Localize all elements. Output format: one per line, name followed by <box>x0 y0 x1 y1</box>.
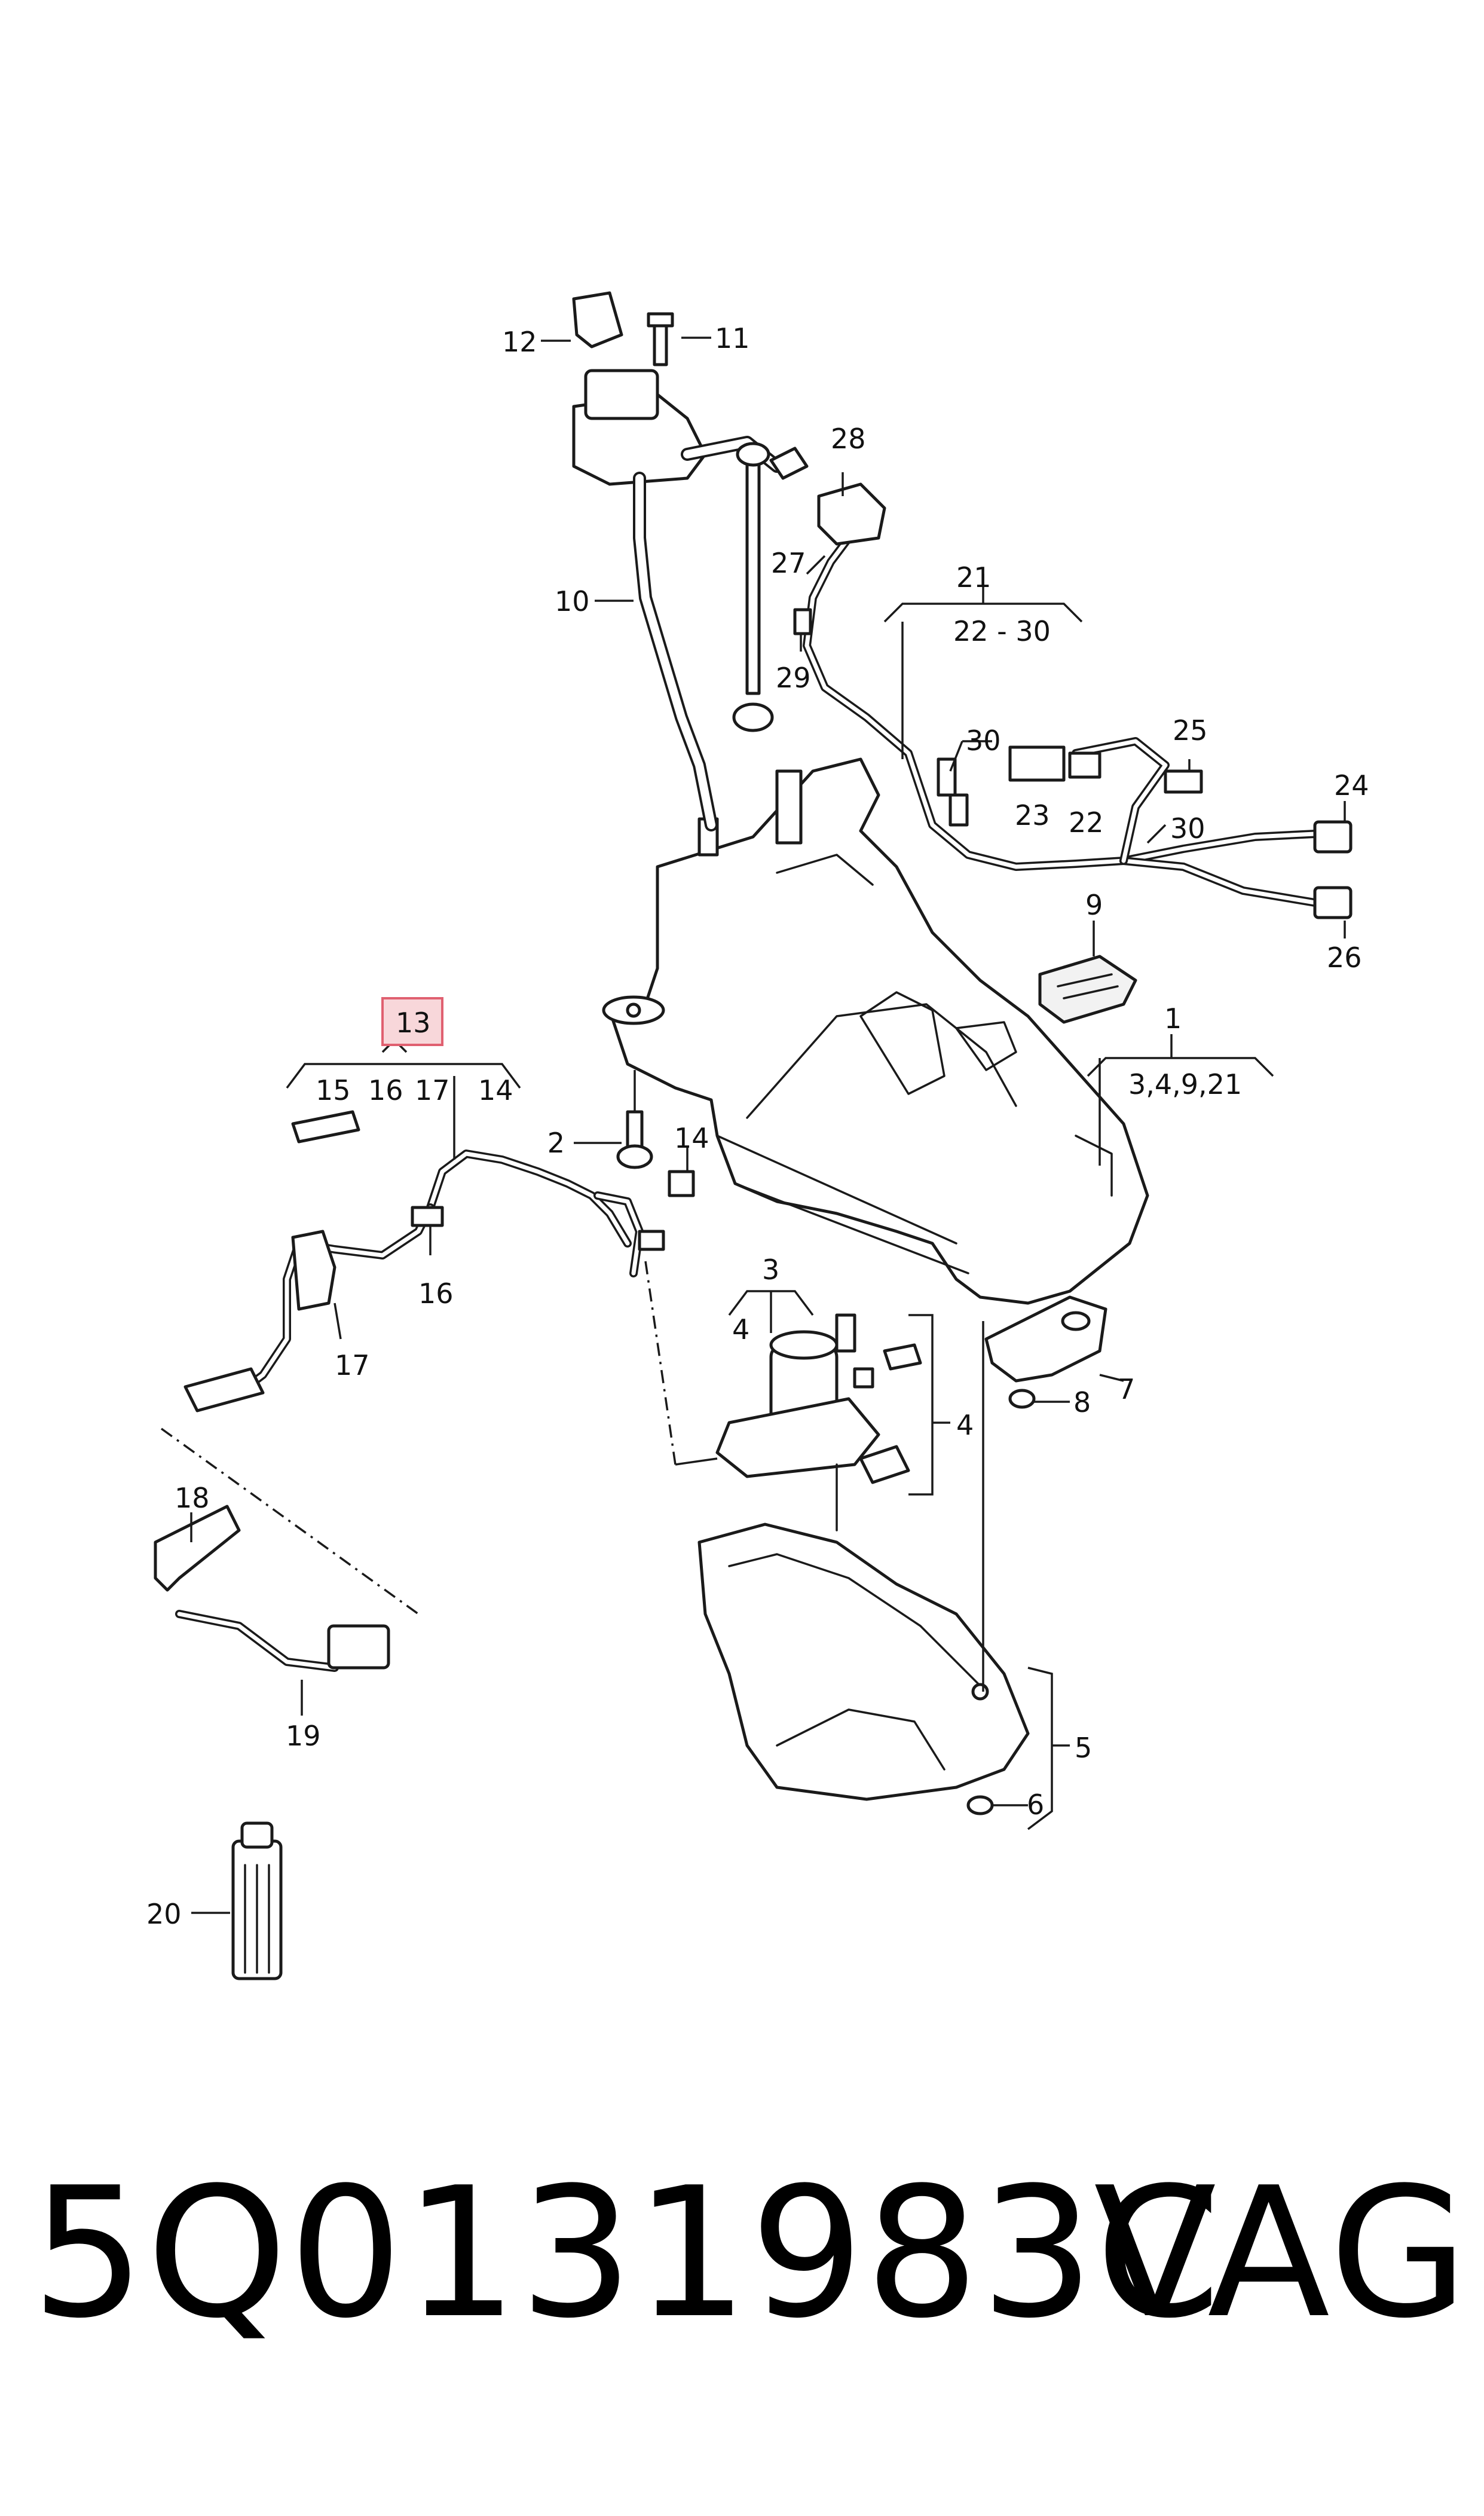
callout-23: 23 <box>1015 799 1050 831</box>
callout-13-sub-16: 16 <box>368 1074 403 1106</box>
callout-27: 27 <box>771 547 806 579</box>
callout-20: 20 <box>146 1898 182 1930</box>
bracket-7 <box>984 1295 1124 1409</box>
bottle-20 <box>191 1821 283 1980</box>
part-number: 5Q0131983C <box>31 2149 1222 2358</box>
callout-13: 13 <box>396 1007 431 1039</box>
pump-assembly-3 <box>715 1290 950 1531</box>
callout-10: 10 <box>555 585 590 617</box>
callout-11: 11 <box>715 322 750 354</box>
callout-30-bottom: 30 <box>1170 812 1205 845</box>
callout-3: 3 <box>762 1254 779 1286</box>
callout-18: 18 <box>175 1482 210 1514</box>
callout-17: 17 <box>335 1349 370 1381</box>
filler-neck-assembly <box>572 291 809 831</box>
callout-4-top: 4 <box>732 1313 749 1346</box>
wiring-harness-21 <box>793 482 1353 919</box>
callout-13-highlight <box>381 997 443 1046</box>
callout-29: 29 <box>776 662 811 694</box>
callout-21-sub: 22 - 30 <box>953 615 1051 647</box>
callout-30-top: 30 <box>966 724 1001 757</box>
callout-22: 22 <box>1069 806 1104 839</box>
callout-4-right: 4 <box>956 1409 974 1441</box>
callout-21: 21 <box>956 561 992 594</box>
callout-1-sub: 3,4,9,21 <box>1128 1068 1242 1100</box>
callout-28: 28 <box>831 423 866 455</box>
callout-25: 25 <box>1173 714 1208 747</box>
callout-5: 5 <box>1075 1732 1092 1764</box>
wiring-piece-18-19 <box>154 1505 390 1716</box>
leader-lines <box>541 337 1346 1166</box>
connector-9 <box>1038 921 1137 1024</box>
callout-16: 16 <box>418 1277 454 1310</box>
callout-24: 24 <box>1334 769 1369 802</box>
callout-labels: 1 3,4,9,21 2 3 4 4 5 6 7 8 9 10 11 12 13… <box>146 322 1369 1930</box>
callout-6: 6 <box>1027 1789 1044 1821</box>
callout-1: 1 <box>1164 1002 1182 1035</box>
callout-8: 8 <box>1073 1386 1091 1419</box>
callout-9: 9 <box>1085 889 1103 921</box>
tank-assembly <box>602 757 1149 1305</box>
callout-26: 26 <box>1327 941 1362 974</box>
callout-14: 14 <box>674 1122 709 1154</box>
shield-plate-5 <box>697 1321 1070 1830</box>
callout-13-sub-14: 14 <box>478 1074 513 1106</box>
callout-19: 19 <box>286 1720 321 1752</box>
callout-13-sub-17: 17 <box>415 1074 450 1106</box>
callout-13-sub-15: 15 <box>316 1074 351 1106</box>
sensor-harness-13 <box>160 1038 718 1615</box>
brand-name: VAG <box>1094 2149 1471 2358</box>
callout-7: 7 <box>1118 1373 1135 1405</box>
bolt-2 <box>574 1070 653 1169</box>
callout-12: 12 <box>502 326 537 358</box>
callout-2: 2 <box>547 1127 565 1159</box>
